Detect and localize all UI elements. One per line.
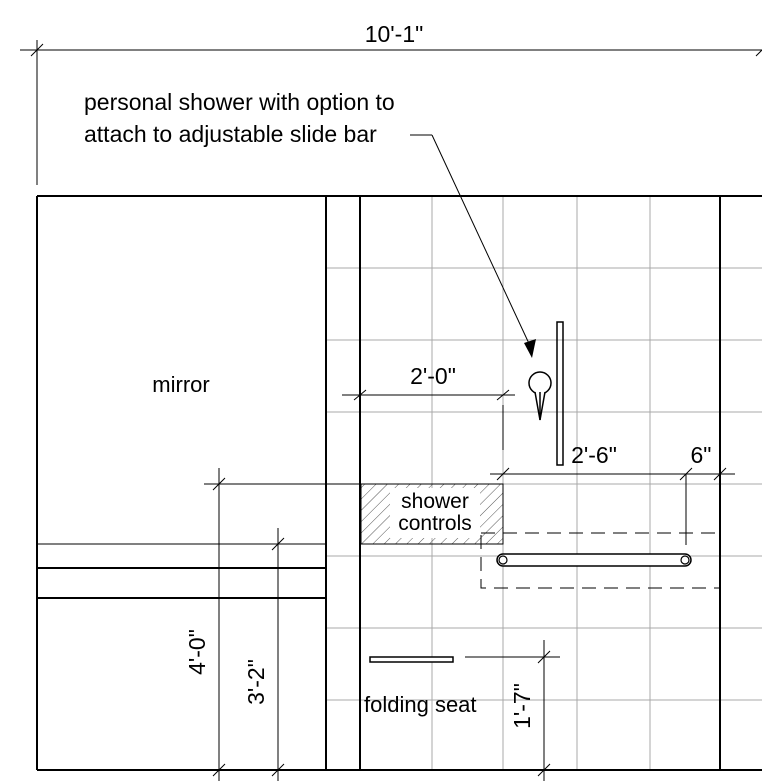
controls-label-mask bbox=[390, 488, 480, 538]
shower-note-leader bbox=[410, 134, 533, 351]
slide-bar-length-label: 2'-6" bbox=[571, 442, 617, 468]
seat-height-dimension bbox=[465, 640, 560, 781]
bar-offset-label: 2'-0" bbox=[410, 363, 456, 389]
controls-label-line2: controls bbox=[398, 512, 472, 535]
controls-label-line1: shower bbox=[401, 490, 469, 513]
seat-height-label: 1'-7" bbox=[509, 683, 535, 729]
grab-bar-mounts bbox=[498, 555, 690, 565]
controls-height-label: 4'-0" bbox=[184, 629, 210, 675]
bar-offset-dimension bbox=[342, 389, 515, 450]
adjustable-slide-bar bbox=[556, 321, 564, 466]
vanity-counter bbox=[37, 543, 326, 599]
grab-bar-zone bbox=[480, 532, 721, 589]
folding-seat-label: folding seat bbox=[364, 692, 477, 717]
grab-bar-height-label: 3'-2" bbox=[243, 659, 269, 705]
folding-seat bbox=[369, 656, 454, 663]
shower-head-icon bbox=[528, 371, 552, 421]
shower-note-line2: attach to adjustable slide bar bbox=[84, 121, 377, 147]
wall-outline bbox=[36, 195, 762, 771]
leader-arrowhead bbox=[524, 339, 536, 358]
overall-width-label: 10'-1" bbox=[365, 21, 424, 47]
grab-bar bbox=[496, 553, 692, 567]
grab-bar-end-label: 6" bbox=[691, 442, 712, 468]
overall-width-dimension bbox=[20, 40, 762, 185]
mirror-label: mirror bbox=[152, 372, 209, 397]
controls-height-dimension bbox=[204, 468, 360, 781]
grab-bar-height-dimension bbox=[262, 528, 326, 781]
shower-note-line1: personal shower with option to bbox=[84, 89, 395, 115]
